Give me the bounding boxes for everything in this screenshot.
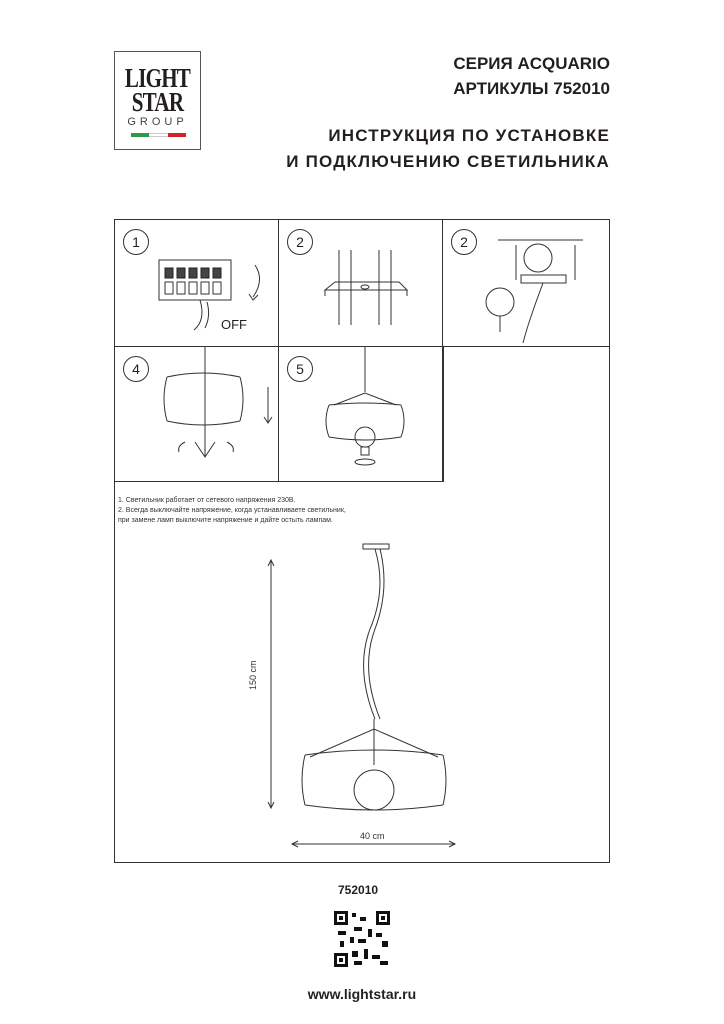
article-code: 752010 — [338, 883, 379, 897]
step-2-panel: 2 — [279, 220, 443, 347]
lightstar-logo: LIGHT STAR GROUP — [114, 51, 201, 150]
title-line1: ИНСТРУКЦИЯ ПО УСТАНОВКЕ — [328, 126, 610, 145]
document-title: ИНСТРУКЦИЯ ПО УСТАНОВКЕ И ПОДКЛЮЧЕНИЮ СВ… — [286, 123, 610, 175]
safety-notes: 1. Светильник работает от сетевого напря… — [118, 496, 346, 526]
ceiling-wiring-illustration — [485, 239, 583, 344]
mounting-bracket-illustration — [323, 250, 409, 325]
height-dimension: 150 cm — [248, 660, 258, 690]
qr-code[interactable] — [334, 911, 390, 967]
step-number: 1 — [123, 229, 149, 255]
step-number: 5 — [287, 356, 313, 382]
bulb-install-illustration — [325, 347, 405, 466]
circuit-breaker-illustration — [158, 259, 260, 331]
website-link[interactable]: www.lightstar.ru — [307, 986, 417, 1002]
divider — [443, 347, 444, 482]
divider — [115, 481, 444, 482]
series-name: СЕРИЯ ACQUARIO — [453, 54, 610, 73]
note-2: 2. Всегда выключайте напряжение, когда у… — [118, 507, 346, 514]
logo-line2: STAR — [131, 87, 184, 117]
note-1: 1. Светильник работает от сетевого напря… — [118, 497, 296, 504]
title-line2: И ПОДКЛЮЧЕНИЮ СВЕТИЛЬНИКА — [286, 152, 610, 171]
italian-flag-stripe — [131, 133, 186, 137]
series-header: СЕРИЯ ACQUARIO АРТИКУЛЫ 752010 — [453, 51, 610, 101]
logo-line1: LIGHT — [124, 63, 191, 93]
step-number: 4 — [123, 356, 149, 382]
step-number: 2 — [451, 229, 477, 255]
step-number: 2 — [287, 229, 313, 255]
step-2b-panel: 2 — [443, 220, 609, 347]
article-number: АРТИКУЛЫ 752010 — [453, 79, 610, 98]
step-1-panel: 1 OFF — [115, 220, 279, 347]
note-2-continued: при замене ламп выключите напряжение и д… — [118, 517, 333, 524]
width-dimension: 40 cm — [360, 831, 385, 841]
shade-assembly-illustration — [163, 347, 273, 458]
off-label: OFF — [221, 317, 247, 332]
logo-line3: GROUP — [127, 116, 188, 128]
instruction-frame: 1 OFF 2 2 — [114, 219, 610, 863]
